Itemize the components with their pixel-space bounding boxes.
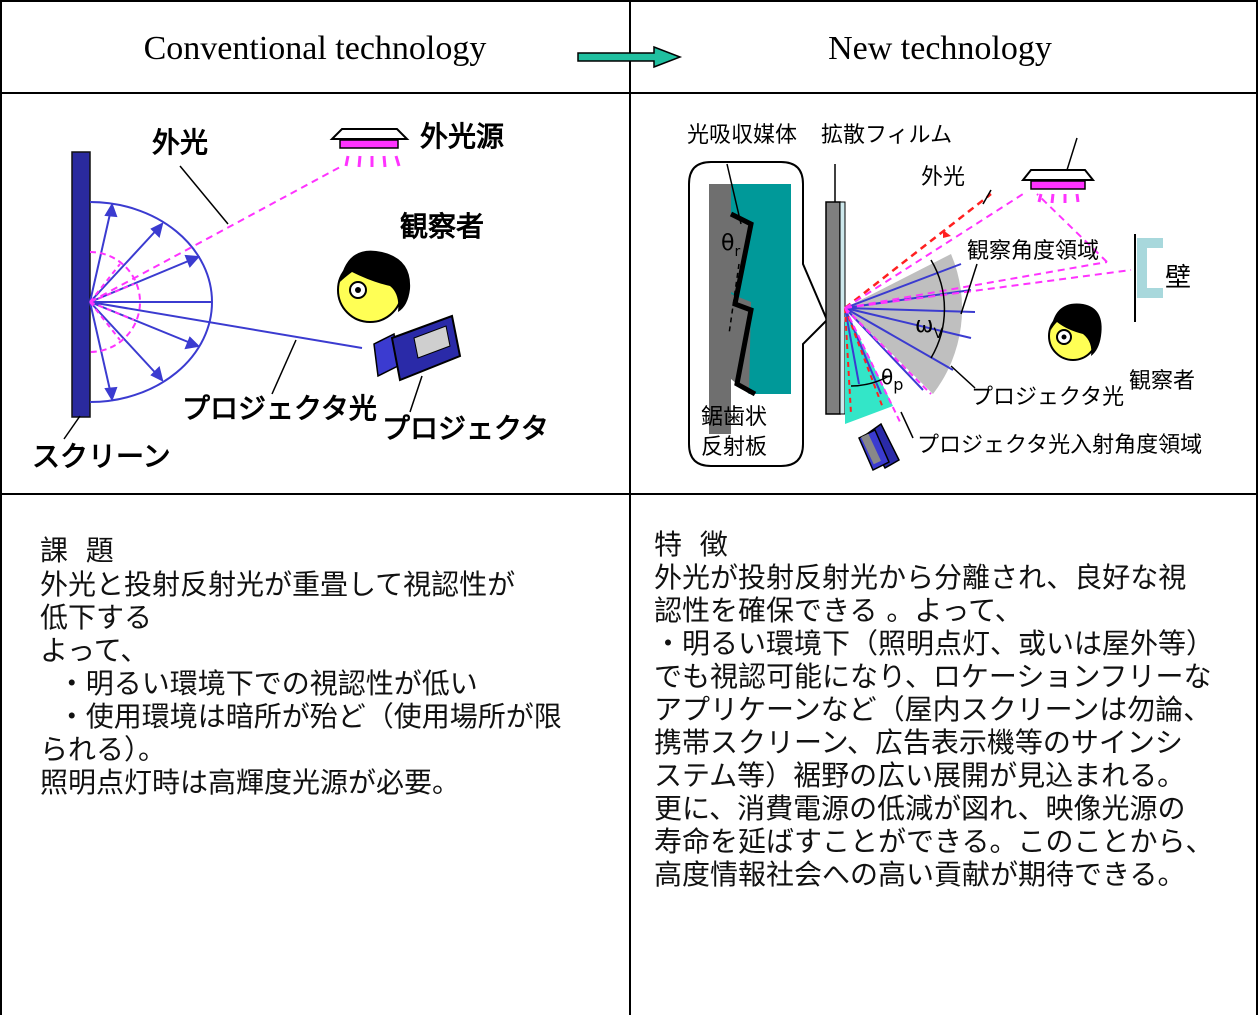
label-projector-light-right: プロジェクタ光 <box>971 385 1124 410</box>
outside-light-ray-red <box>844 193 992 309</box>
table-border-right <box>1256 0 1258 1015</box>
feature-line: 更に、消費電源の低減が図れ、映像光源の <box>654 792 1186 825</box>
label-theta-p: θp <box>881 365 903 394</box>
observer-figure-right <box>1048 303 1102 361</box>
new-technology-diagram: 光吸収媒体 拡散フィルム 外光 観察角度領域 壁 θr ωV θp 観察者 プロ… <box>687 123 1202 472</box>
projector-device-right <box>858 422 900 472</box>
label-screen: スクリーン <box>32 440 171 473</box>
feature-line: 外光が投射反射光から分離され、良好な視 <box>654 561 1187 594</box>
feature-line: アプリケーンなど（屋内スクリーンは勿論、 <box>654 693 1212 726</box>
issue-line: ・明るい環境下での視認性が低い <box>40 667 478 700</box>
header-divider <box>0 92 1258 94</box>
outside-light-ray <box>89 165 343 303</box>
issue-line: 低下する <box>40 601 153 634</box>
feature-heading: 特 徴 <box>654 528 728 561</box>
outside-light-source-lamp <box>329 128 410 168</box>
transition-arrow-icon <box>577 45 683 69</box>
observer-figure <box>337 250 411 323</box>
label-incidence-region: プロジェクタ光入射角度領域 <box>917 433 1202 458</box>
label-outside-light: 外光 <box>152 126 208 159</box>
feature-line: 認性を確保できる 。よって、 <box>654 594 1023 627</box>
label-projector: プロジェクタ <box>382 412 549 445</box>
feature-line: ステム等）裾野の広い展開が見込まれる。 <box>654 759 1186 792</box>
wall-shape <box>1134 234 1163 322</box>
label-outside-light-right: 外光 <box>921 165 965 190</box>
issue-line: 外光と投射反射光が重畳して視認性が <box>40 568 516 601</box>
label-sawtooth-line1: 鋸歯状 <box>701 405 767 430</box>
label-theta-r: θr <box>721 231 740 260</box>
header-new-title: New technology <box>828 30 1052 67</box>
screen-panel <box>71 151 91 418</box>
issue-line: られる）。 <box>40 733 167 766</box>
label-outside-light-source: 外光源 <box>420 120 504 153</box>
feature-line: 高度情報社会への高い貢献が期待できる。 <box>654 858 1186 891</box>
label-wall: 壁 <box>1165 263 1191 293</box>
issue-line: ・使用環境は暗所が殆ど（使用場所が限 <box>40 700 562 733</box>
issue-line: よって、 <box>40 634 149 667</box>
diagram-divider <box>0 493 1258 495</box>
projector-light-ray <box>89 301 363 349</box>
feature-line: 寿命を延ばすことができる。このことから、 <box>654 825 1214 858</box>
label-omega-v: ωV <box>915 313 943 342</box>
label-sawtooth-line2: 反射板 <box>701 435 767 460</box>
label-projector-light: プロジェクタ光 <box>182 392 377 425</box>
column-divider <box>629 0 631 1015</box>
feature-line: でも視認可能になり、ロケーションフリーな <box>654 660 1212 693</box>
label-observer: 観察者 <box>400 210 484 243</box>
label-absorbing-medium: 光吸収媒体 <box>687 123 797 148</box>
header-conventional-title: Conventional technology <box>143 30 487 67</box>
label-diffusion-film: 拡散フィルム <box>821 123 952 148</box>
outside-light-source-lamp-right <box>1020 137 1096 204</box>
diffusion-film <box>825 201 841 415</box>
table-border-left <box>0 0 2 1015</box>
conventional-diagram: 外光 外光源 観察者 プロジェクタ光 プロジェクタ スクリーン <box>32 120 549 473</box>
label-observer-right: 観察者 <box>1129 369 1195 394</box>
feature-line: 携帯スクリーン、広告表示機等のサインシ <box>654 726 1183 759</box>
projector-device <box>373 314 462 382</box>
issue-line: 照明点灯時は高輝度光源が必要。 <box>40 766 461 799</box>
issue-heading: 課 題 <box>40 534 114 567</box>
label-viewing-angle-region: 観察角度領域 <box>967 239 1099 264</box>
feature-line: ・明るい環境下（照明点灯、或いは屋外等） <box>654 627 1215 660</box>
